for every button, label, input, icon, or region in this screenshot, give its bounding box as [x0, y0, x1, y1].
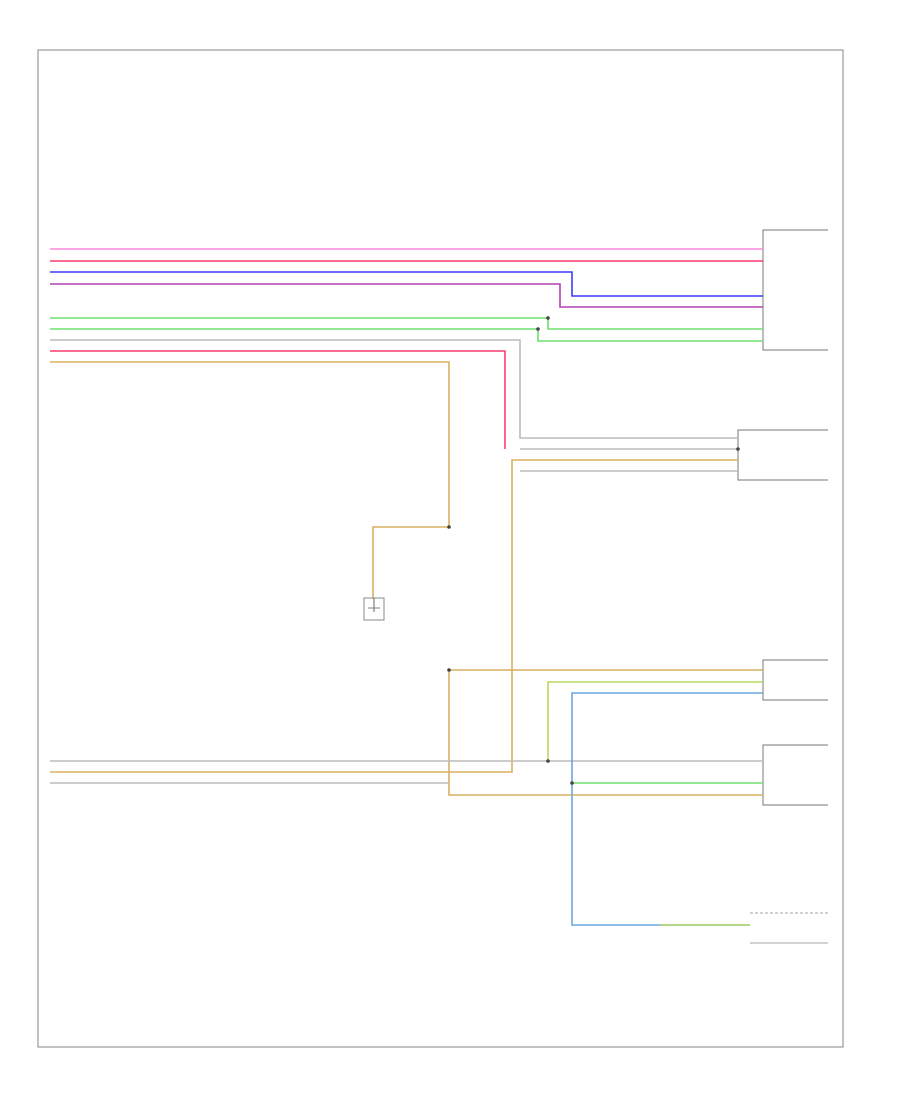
wire-tan-3 [448, 669, 763, 796]
wire-green-2 [50, 328, 763, 342]
diagram-frame [37, 49, 844, 1048]
wire-yellowgreen-1 [547, 681, 763, 761]
wire-group-middle [50, 448, 763, 926]
splice-dot [546, 316, 550, 320]
wire-tan-2 [50, 459, 738, 773]
connector-c3 [762, 659, 828, 701]
splice-dot [447, 668, 451, 672]
connector-c2 [737, 429, 828, 481]
splice-dot [536, 327, 540, 331]
wire-tan-1 [50, 361, 450, 598]
splice-points [447, 316, 740, 785]
wire-grey-1 [50, 339, 738, 439]
wire-violet [50, 283, 763, 308]
splice-dot [736, 447, 740, 451]
wire-green-1 [50, 317, 763, 330]
ground-symbol [363, 597, 385, 621]
connector-c1 [762, 229, 828, 351]
splice-dot [570, 781, 574, 785]
wire-blue [50, 271, 763, 297]
splice-dot [546, 759, 550, 763]
connector-c4 [762, 744, 828, 806]
splice-dot [447, 525, 451, 529]
wire-red-2 [50, 350, 506, 449]
wire-lightblue [571, 692, 763, 926]
connector-c5 [750, 912, 828, 944]
wire-group-top [50, 248, 763, 598]
